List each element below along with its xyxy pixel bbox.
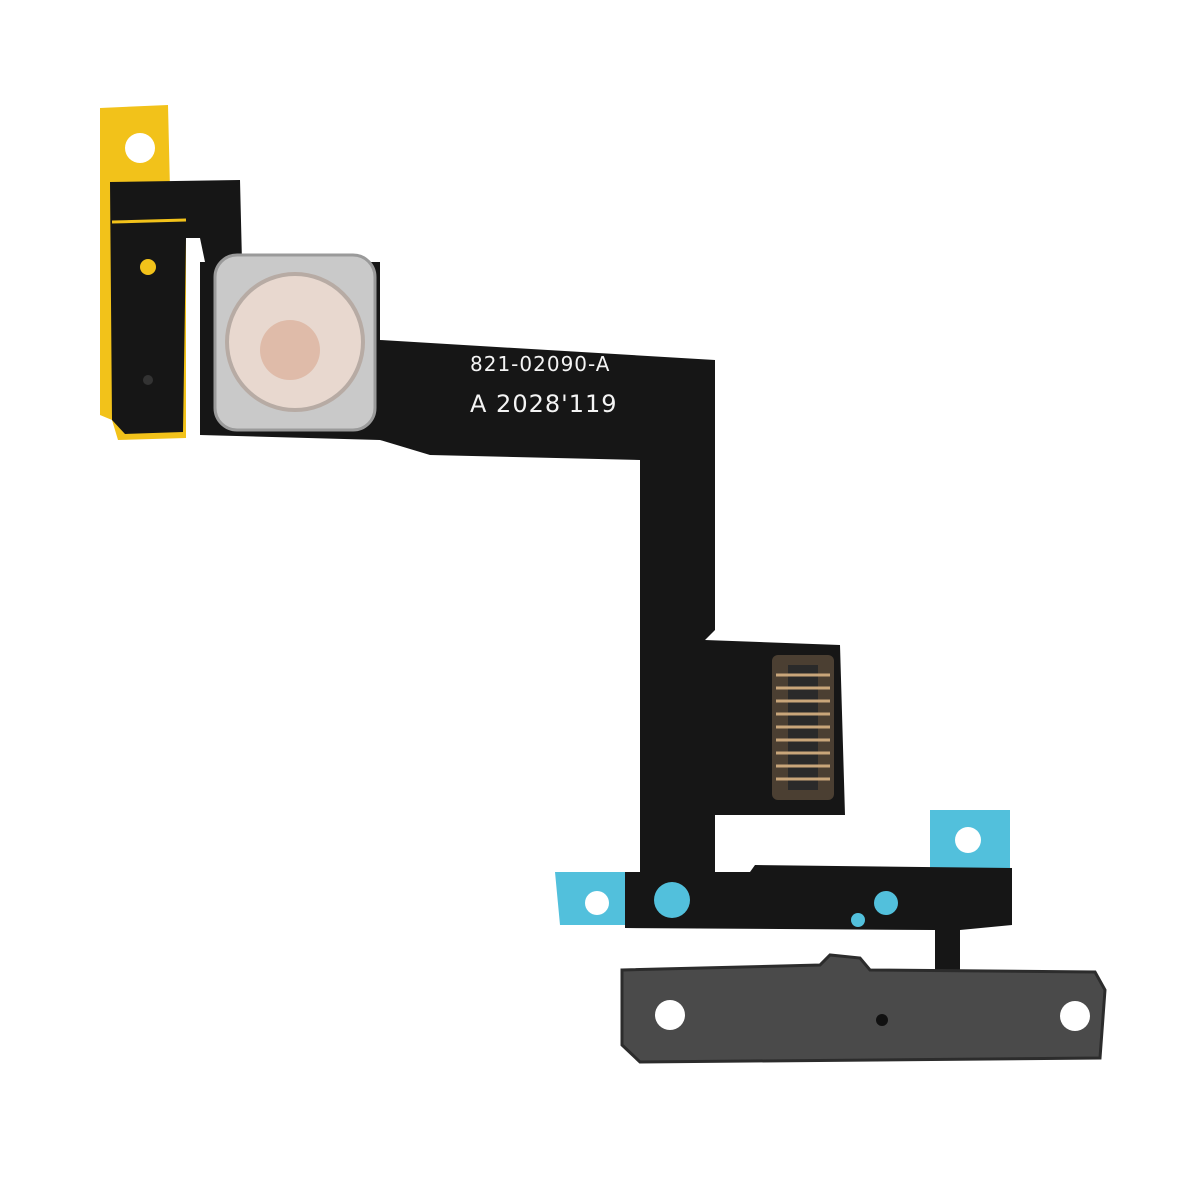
date-code-label: A 2028'119 bbox=[470, 390, 618, 418]
metal-bracket bbox=[620, 953, 1107, 1064]
bottom-flex-band bbox=[625, 865, 1012, 975]
flash-led bbox=[213, 253, 377, 432]
part-number-label: 821-02090-A bbox=[470, 352, 611, 376]
board-connector bbox=[772, 655, 834, 800]
blue-tabs bbox=[555, 810, 1010, 925]
left-flex-strip bbox=[110, 180, 242, 434]
